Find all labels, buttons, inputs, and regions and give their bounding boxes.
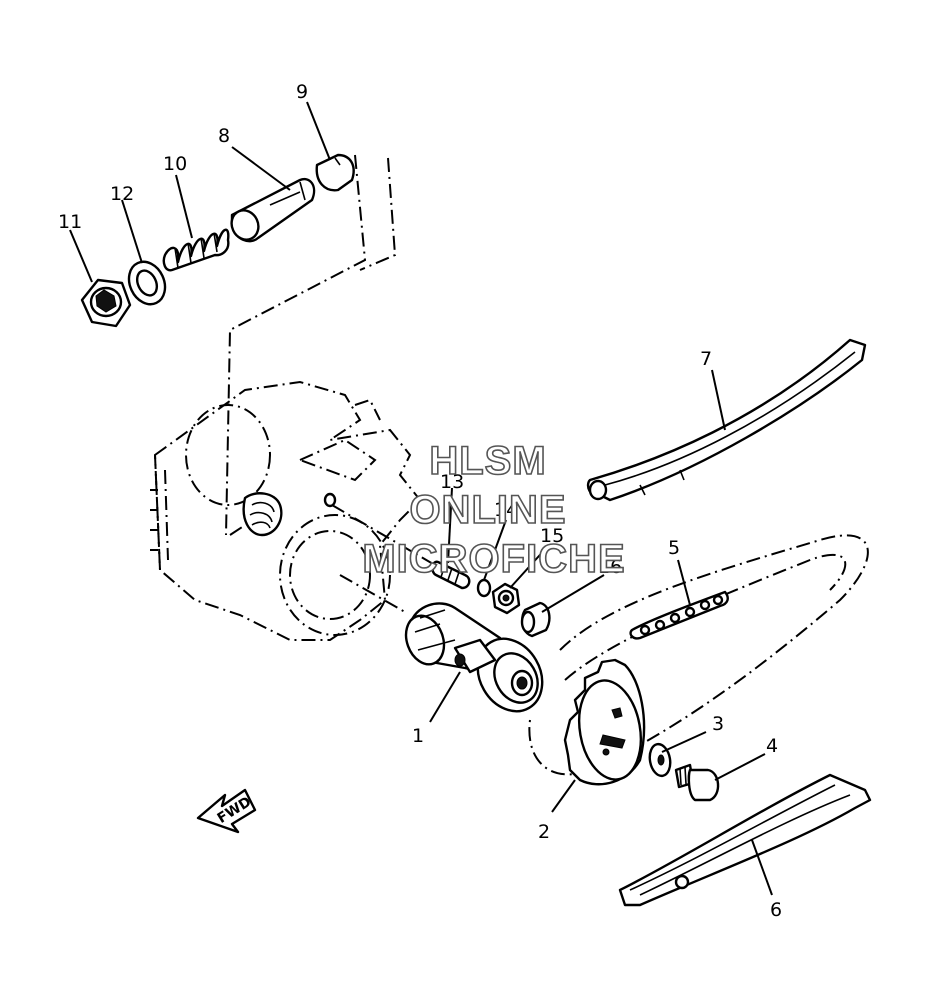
part-1-camshaft bbox=[404, 602, 544, 713]
callout-5: 5 bbox=[668, 537, 680, 559]
callout-14: 14 bbox=[494, 499, 518, 521]
watermark-line-3: MICROFICHE bbox=[362, 537, 625, 581]
part-6-guide bbox=[618, 773, 872, 907]
callout-3: 3 bbox=[712, 713, 724, 735]
part-4-bolt bbox=[674, 763, 720, 802]
part-15-nut bbox=[491, 582, 521, 615]
part-10-spring bbox=[162, 228, 230, 272]
part-12-washer bbox=[127, 260, 167, 306]
callout-4: 4 bbox=[766, 735, 778, 757]
watermark-line-1: HLSM bbox=[429, 439, 546, 483]
callout-15: 15 bbox=[540, 525, 564, 547]
callout-7: 7 bbox=[700, 348, 712, 370]
callout-13: 13 bbox=[440, 471, 464, 493]
callout-1: 1 bbox=[412, 725, 424, 747]
part-7-guide bbox=[586, 338, 867, 502]
watermark: HLSM ONLINE MICROFICHE bbox=[362, 438, 626, 582]
callout-9: 9 bbox=[296, 81, 308, 103]
part-8-rod bbox=[230, 177, 316, 243]
leader-lines bbox=[69, 101, 773, 896]
part-14-oring bbox=[476, 578, 492, 598]
part-3-washer bbox=[648, 742, 672, 778]
part-5-chain bbox=[629, 590, 729, 640]
callout-12: 12 bbox=[110, 183, 134, 205]
crankcase-outline bbox=[150, 380, 422, 641]
callout-2: 2 bbox=[538, 821, 550, 843]
callout-11: 11 bbox=[58, 211, 82, 233]
fwd-arrow: FWD bbox=[196, 788, 257, 834]
callout-16: 16 bbox=[598, 556, 622, 578]
part-13-bolt bbox=[431, 560, 471, 590]
callout-labels: 1 2 3 4 5 6 7 8 9 10 11 12 13 14 15 16 bbox=[58, 81, 782, 921]
callout-6: 6 bbox=[770, 899, 782, 921]
part-2-sprocket bbox=[563, 658, 646, 786]
watermark-line-2: ONLINE bbox=[409, 488, 566, 532]
callout-10: 10 bbox=[163, 153, 187, 175]
callout-8: 8 bbox=[218, 125, 230, 147]
part-11-bolt bbox=[80, 278, 132, 328]
part-16-capnut bbox=[520, 601, 551, 638]
part-9-cap bbox=[315, 153, 355, 192]
